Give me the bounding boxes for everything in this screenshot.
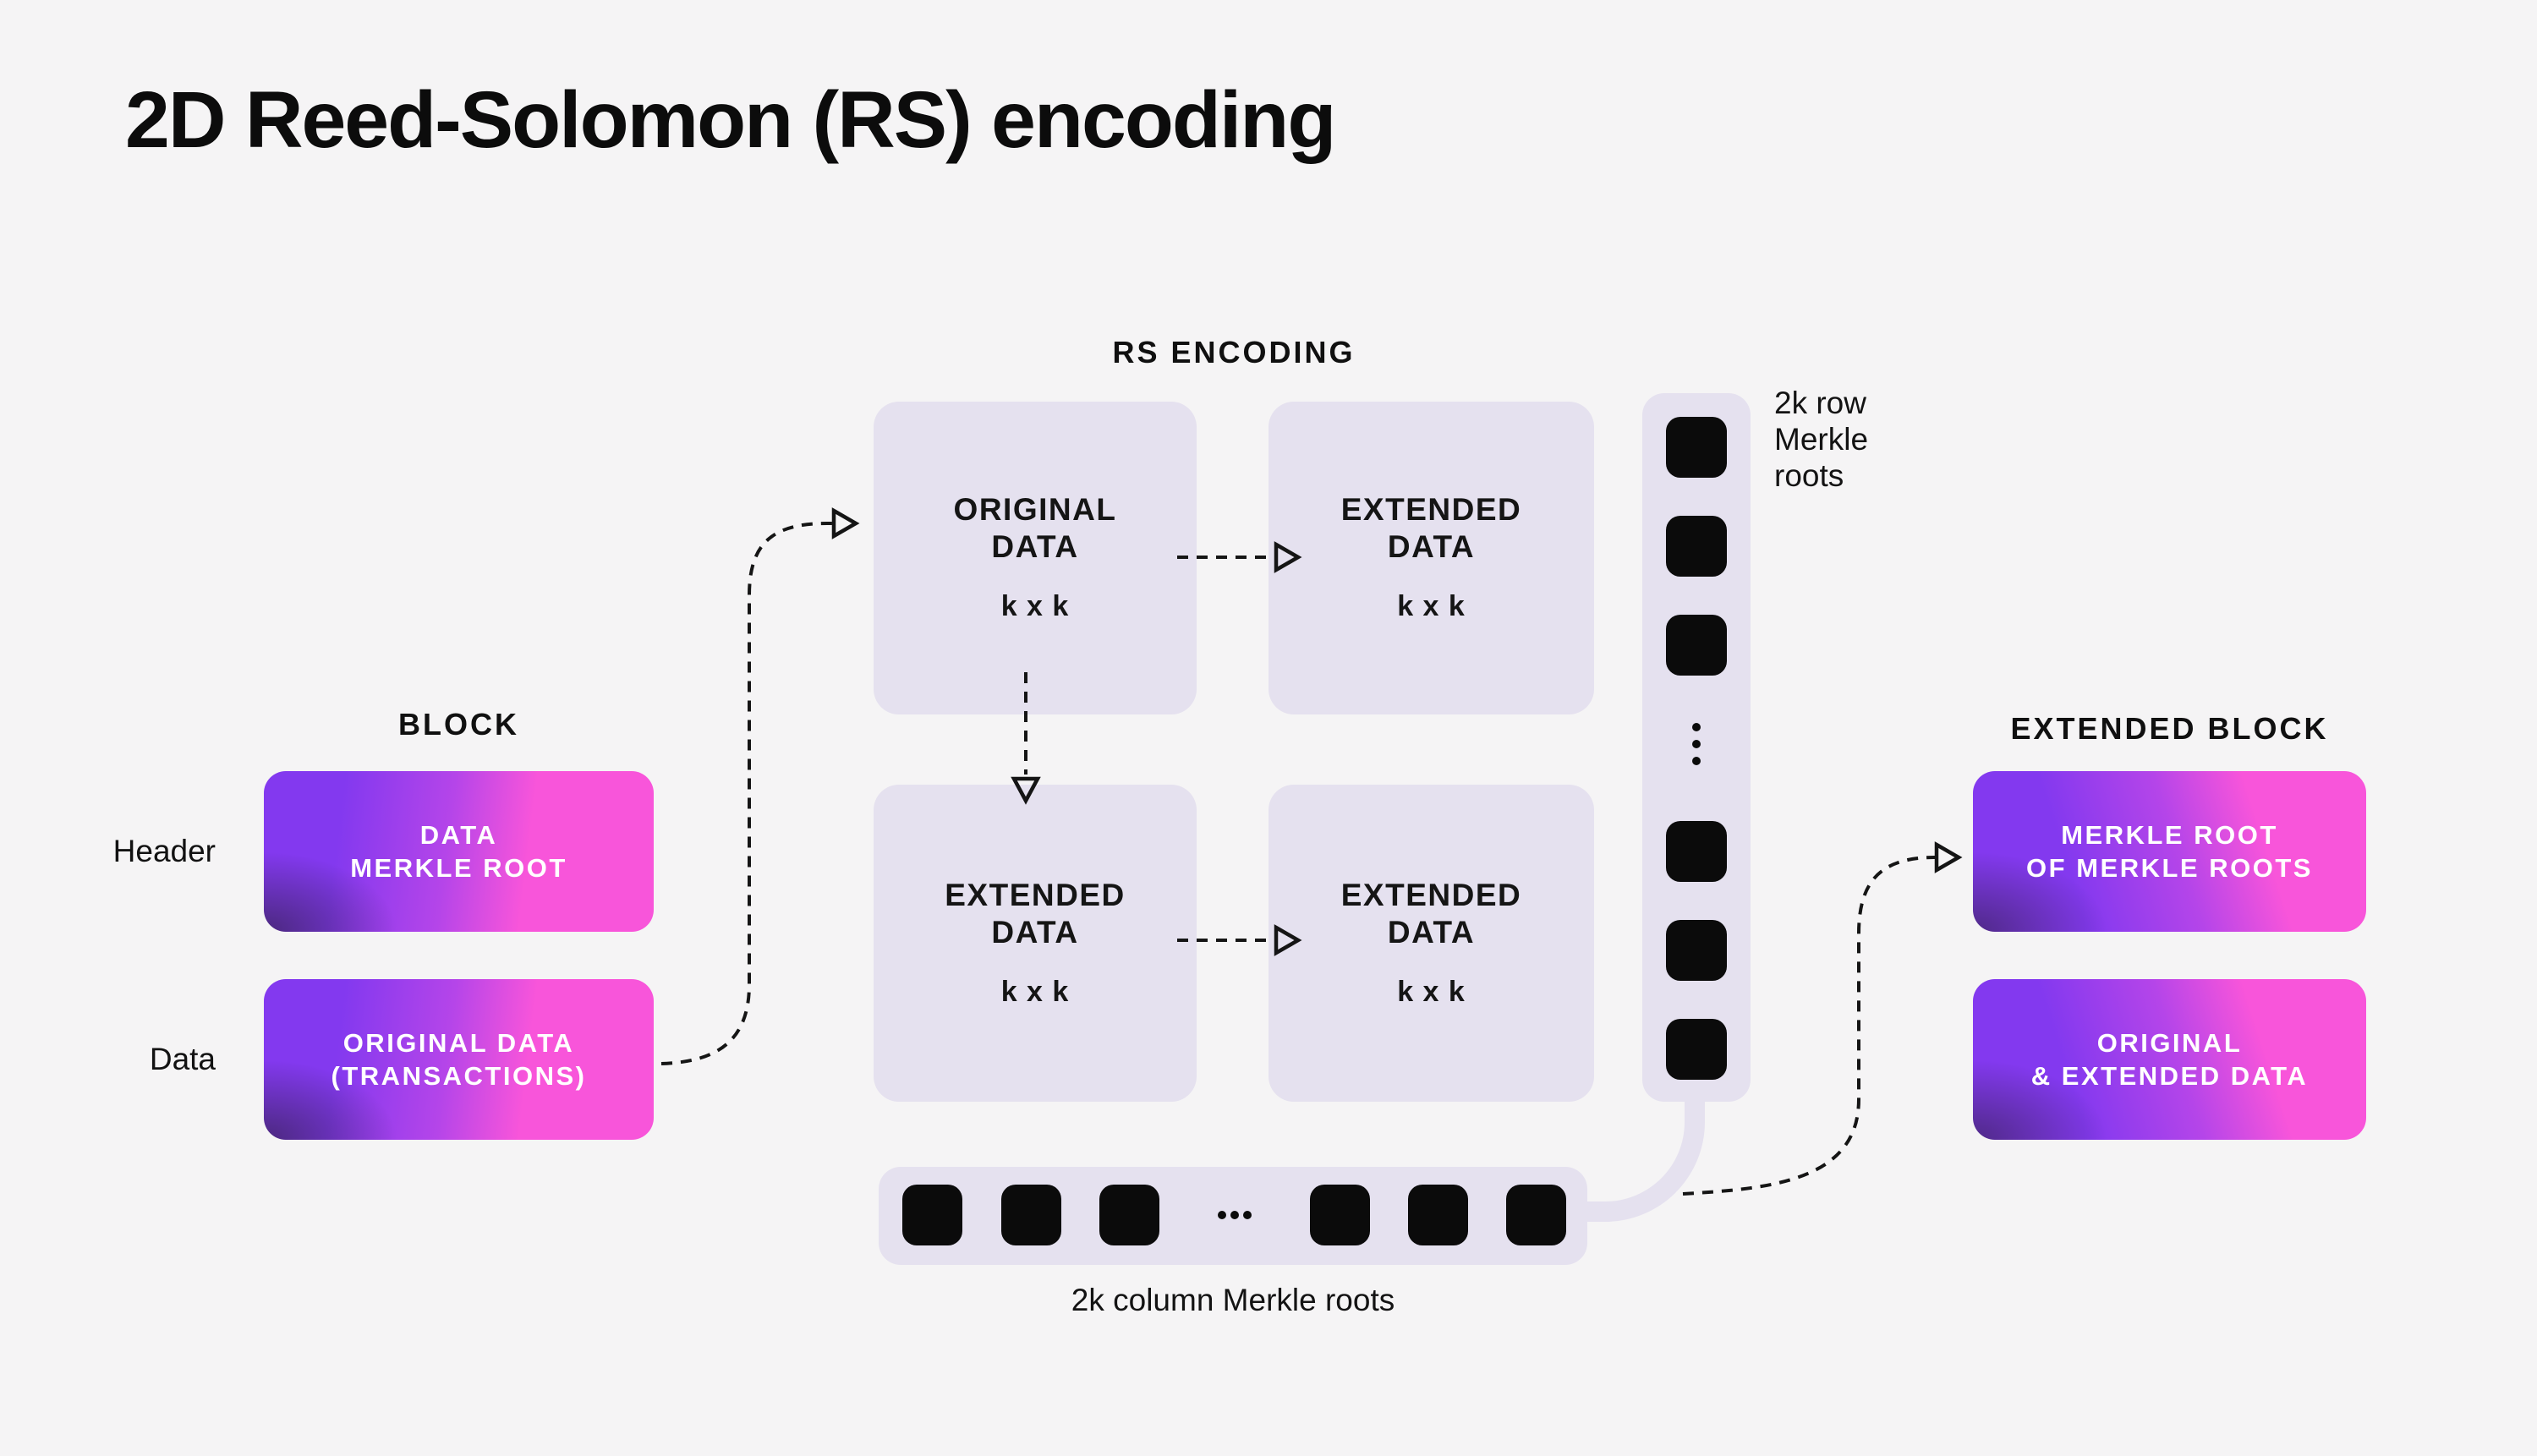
extended-data-matrix-box-top-right: EXTENDED DATA k x k <box>1268 402 1594 714</box>
arrow-transactions-to-original-data <box>660 522 832 1065</box>
arrow-roots-to-merkle-root-of-merkle-roots <box>1682 856 1936 1196</box>
original-data-matrix-box: ORIGINAL DATA k x k <box>874 402 1197 714</box>
arrowhead-right-icon <box>1274 541 1302 573</box>
extended-data-matrix-size: k x k <box>1397 975 1466 1008</box>
horizontal-ellipsis-dot <box>1243 1211 1252 1219</box>
vertical-ellipsis-dot <box>1692 723 1701 731</box>
merkle-root-square <box>1506 1185 1566 1245</box>
original-data-matrix-title: ORIGINAL DATA <box>953 492 1117 564</box>
extended-data-matrix-title: EXTENDED DATA <box>1340 877 1522 950</box>
data-merkle-root-box: DATA MERKLE ROOT <box>264 771 654 932</box>
rs-encoding-section-label: RS ENCODING <box>1112 335 1356 369</box>
column-roots-annotation: 2k column Merkle roots <box>1071 1283 1395 1317</box>
extended-data-matrix-size: k x k <box>1000 975 1070 1008</box>
header-row-label: Header <box>112 834 216 868</box>
merkle-root-square <box>1408 1185 1468 1245</box>
merkle-root-square <box>1666 516 1727 577</box>
merkle-root-square <box>1666 821 1727 882</box>
row-merkle-roots-strip <box>1642 393 1751 1102</box>
merkle-root-square <box>902 1185 962 1245</box>
arrowhead-right-icon <box>1934 841 1963 873</box>
merkle-root-square <box>1001 1185 1061 1245</box>
page-title: 2D Reed-Solomon (RS) encoding <box>125 75 1336 165</box>
extended-data-matrix-title: EXTENDED DATA <box>1340 492 1522 564</box>
original-data-matrix-size: k x k <box>1000 590 1070 622</box>
column-merkle-roots-strip <box>879 1167 1587 1265</box>
extended-block-section-label: EXTENDED BLOCK <box>2010 711 2329 746</box>
merkle-root-square <box>1666 920 1727 981</box>
merkle-root-square <box>1666 1019 1727 1080</box>
merkle-root-square <box>1666 615 1727 676</box>
extended-data-matrix-size: k x k <box>1397 590 1466 622</box>
vertical-ellipsis-dot <box>1692 740 1701 748</box>
original-data-transactions-box: ORIGINAL DATA (TRANSACTIONS) <box>264 979 654 1140</box>
arrowhead-right-icon <box>831 507 860 539</box>
merkle-root-square <box>1099 1185 1159 1245</box>
block-section-label: BLOCK <box>398 707 519 742</box>
arrowhead-right-icon <box>1274 924 1302 956</box>
merkle-root-square <box>1310 1185 1370 1245</box>
extended-data-matrix-box-bottom-left: EXTENDED DATA k x k <box>874 785 1197 1102</box>
horizontal-ellipsis-dot <box>1218 1211 1226 1219</box>
horizontal-ellipsis-dot <box>1230 1211 1239 1219</box>
original-and-extended-data-box: ORIGINAL & EXTENDED DATA <box>1973 979 2366 1140</box>
extended-data-matrix-box-bottom-right: EXTENDED DATA k x k <box>1268 785 1594 1102</box>
data-row-label: Data <box>149 1042 216 1076</box>
merkle-root-of-merkle-roots-box: MERKLE ROOT OF MERKLE ROOTS <box>1973 771 2366 932</box>
vertical-ellipsis-dot <box>1692 757 1701 765</box>
row-roots-annotation: 2k row Merkle roots <box>1774 386 1869 493</box>
extended-data-matrix-title: EXTENDED DATA <box>945 877 1126 950</box>
arrowhead-down-icon <box>1011 776 1041 805</box>
merkle-root-square <box>1666 417 1727 478</box>
